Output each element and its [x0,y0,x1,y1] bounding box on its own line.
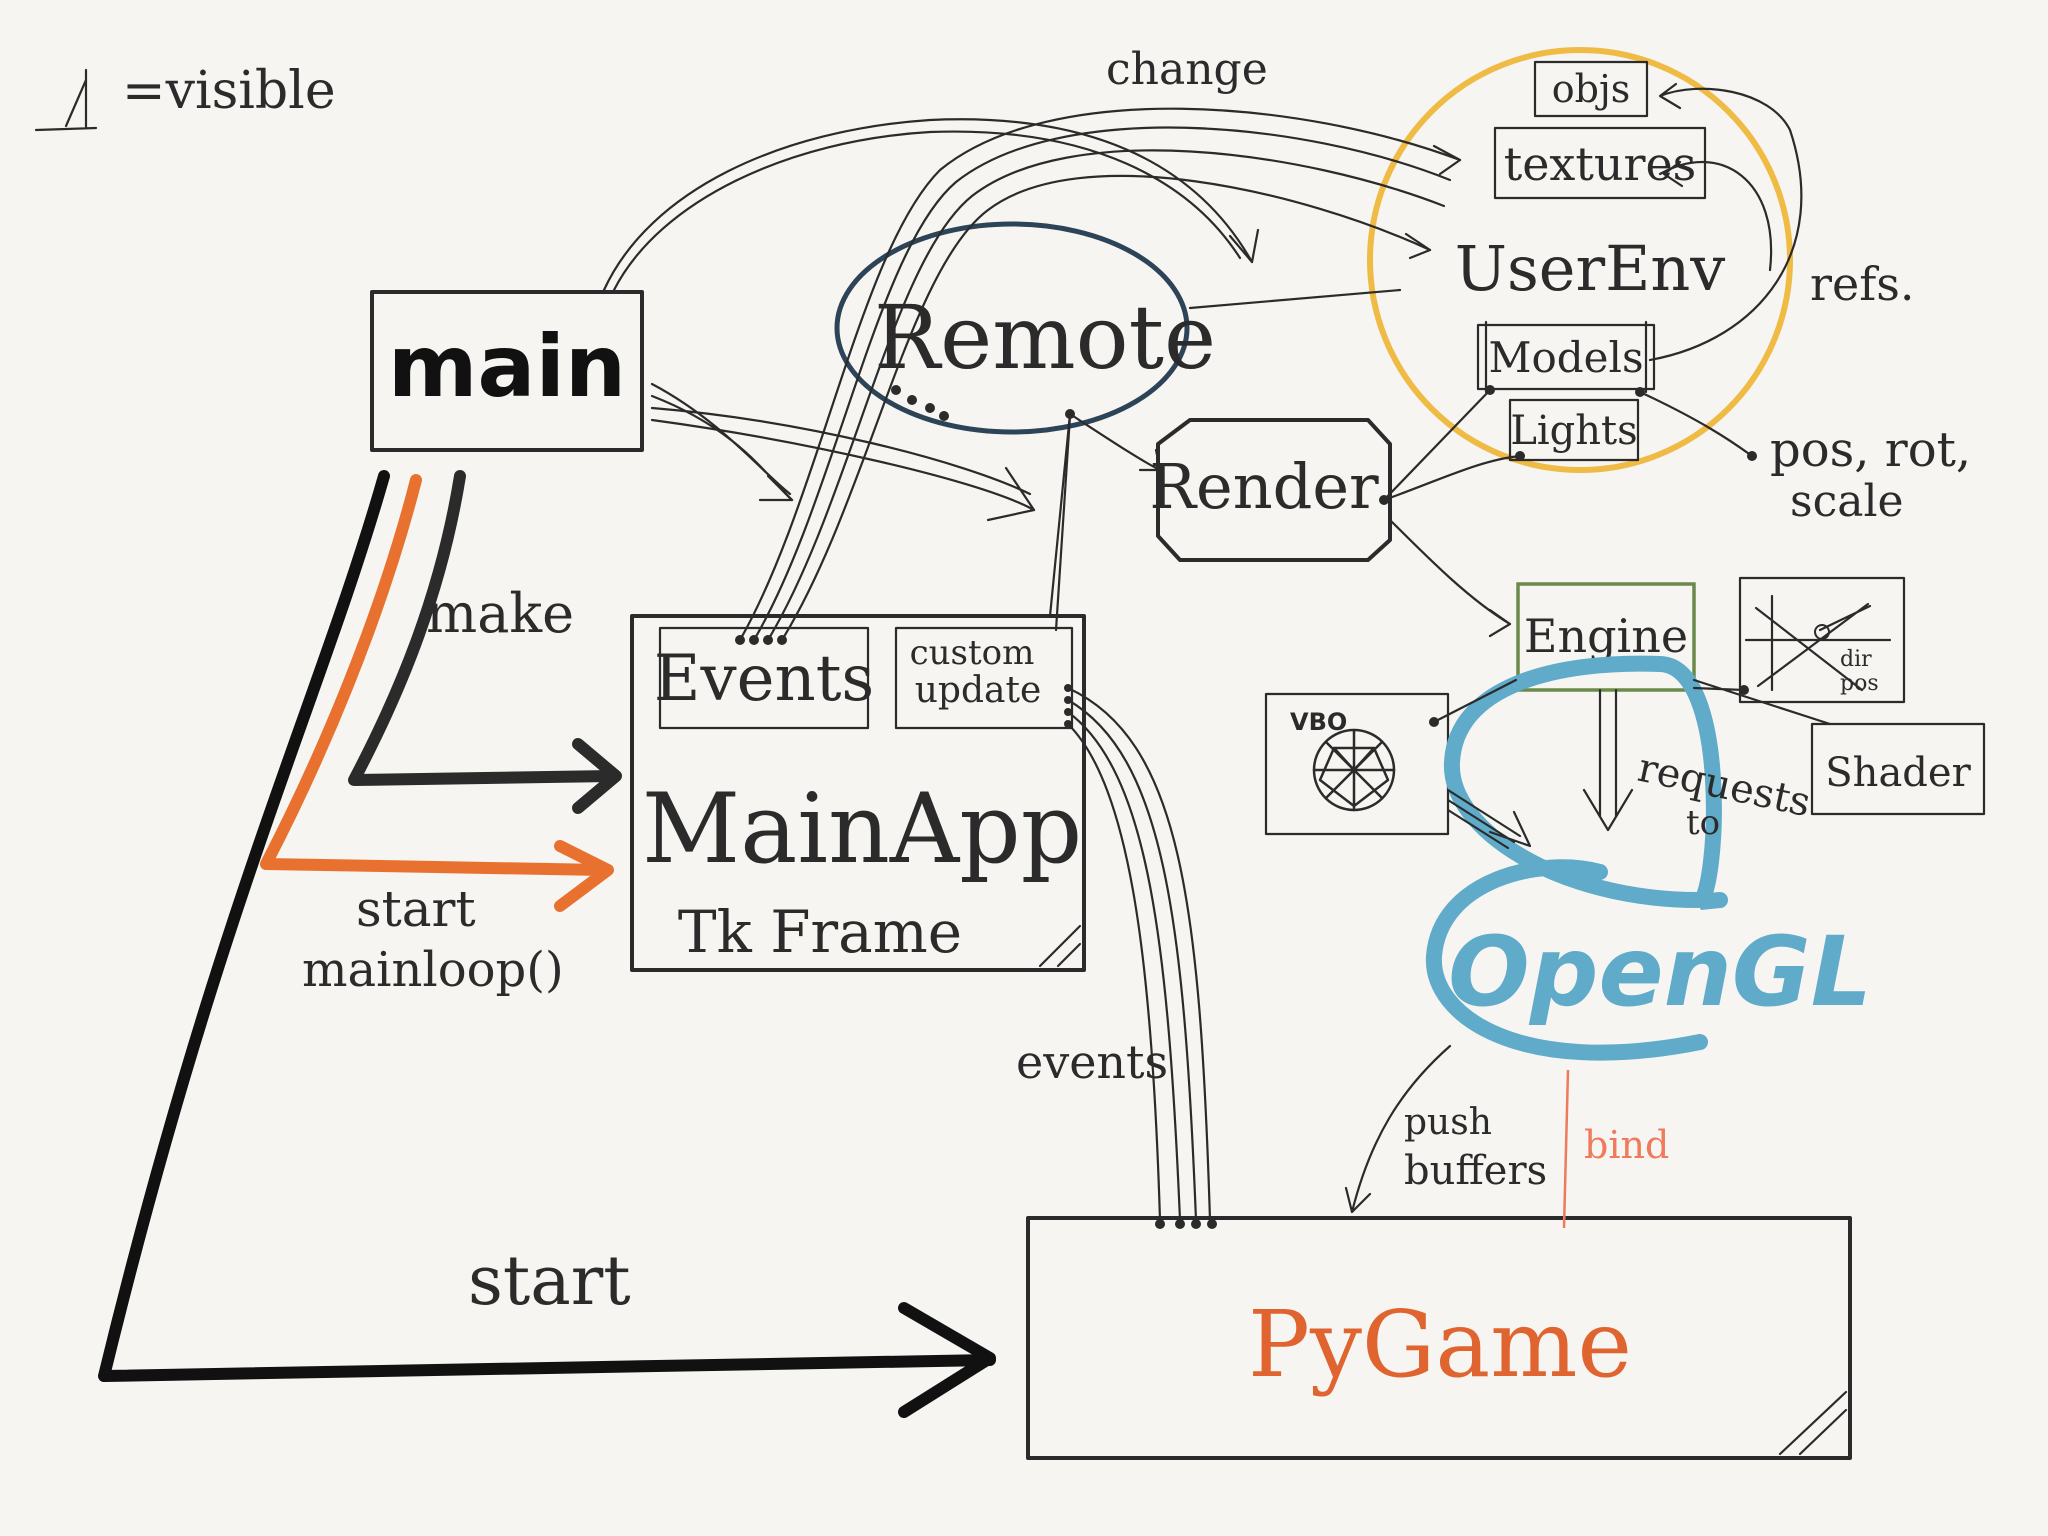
light-dir-label: dir [1840,647,1872,672]
main-app-label: MainApp [642,773,1082,885]
scale-label: scale [1790,476,1904,527]
pygame-node[interactable]: PyGame [1026,1216,1852,1460]
light-icon [1744,594,1892,692]
lifecycle-arrows [98,470,1570,1418]
legend: =visible [34,61,336,132]
bind-label: bind [1584,1123,1669,1167]
events-edge-label: events [1016,1035,1168,1089]
start-mainloop-label-1: start [356,880,476,938]
requests-label: requests [1634,745,1815,826]
main-label: main [388,317,626,417]
remote-node[interactable]: Remote [834,221,1216,435]
edge-main-change [602,118,1254,292]
change-label: change [1106,44,1268,95]
models-label: Models [1488,333,1643,382]
make-label: make [426,582,574,645]
pos-rot-label: pos, rot, [1770,422,1971,478]
legend-label: =visible [122,61,336,121]
opengl-logo: OpenGL [1425,655,1872,1061]
vbo-label: VBO [1290,708,1347,736]
visible-corner-icon [34,68,98,132]
start-mainloop-label-2: mainloop() [302,942,564,998]
light-symbol-node: dir pos [1738,576,1906,704]
main-node[interactable]: main [370,290,644,452]
user-env-node[interactable]: UserEnv objs textures Models Lights [1367,47,1793,473]
user-env-label: UserEnv [1455,232,1726,305]
refs-label: refs. [1810,257,1914,311]
shader-node[interactable]: Shader [1810,722,1986,816]
edge-endpoints [735,385,1757,1229]
tk-frame-label: Tk Frame [678,898,962,966]
light-pos-label: pos [1840,671,1879,696]
remote-label: Remote [874,286,1216,389]
push-label: push [1404,1102,1492,1143]
lights-label: Lights [1510,408,1637,454]
engine-node[interactable]: Engine [1516,582,1696,692]
start-label: start [468,1242,631,1321]
textures-label: textures [1504,137,1697,191]
objs-label: objs [1552,67,1631,111]
requests-to-label: to [1686,803,1720,843]
events-label: Events [654,642,875,716]
edges [602,82,1832,1222]
edge-labels: change refs. pos, rot, scale requests to… [302,44,1971,1321]
engine-label: Engine [1524,609,1688,663]
opengl-label: OpenGL [1448,916,1872,1028]
buffers-label: buffers [1404,1148,1547,1194]
vbo-node[interactable]: VBO [1264,692,1450,836]
render-node[interactable]: Render [1149,418,1392,562]
custom-label: custom [910,633,1035,673]
pygame-label: PyGame [1248,1291,1632,1398]
render-label: Render [1149,450,1379,523]
update-label: update [915,670,1042,711]
main-app-node[interactable]: Events custom update MainApp Tk Frame [630,614,1086,972]
mesh-sphere-icon [1312,728,1396,812]
shader-label: Shader [1825,750,1971,796]
